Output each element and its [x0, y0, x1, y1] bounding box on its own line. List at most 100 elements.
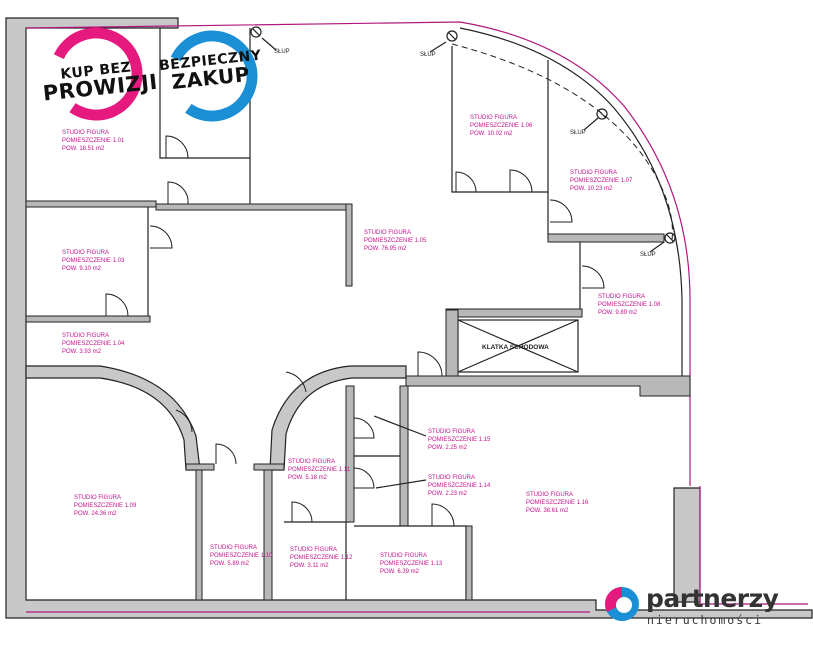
room-label-1-15: STUDIO FIGURA POMIESZCZENIE 1.15 POW. 2.… — [428, 429, 491, 451]
staircase-diag-b — [457, 319, 579, 373]
column-labels: SŁUP SŁUP SŁUP SŁUP — [274, 49, 656, 258]
svg-text:STUDIO FIGURA: STUDIO FIGURA — [62, 333, 109, 339]
wall-1-10-left — [195, 469, 203, 601]
room-label-1-11: STUDIO FIGURA POMIESZCZENIE 1.11 POW. 5.… — [288, 459, 351, 481]
wall-1-13-right — [465, 525, 473, 601]
svg-text:STUDIO FIGURA: STUDIO FIGURA — [526, 492, 573, 498]
svg-text:STUDIO FIGURA: STUDIO FIGURA — [380, 553, 427, 559]
svg-text:SŁUP: SŁUP — [420, 52, 436, 58]
room-label-1-13: STUDIO FIGURA POMIESZCZENIE 1.13 POW. 6.… — [380, 553, 443, 575]
svg-text:STUDIO FIGURA: STUDIO FIGURA — [570, 170, 617, 176]
staircase-label: KLATKA SCHODOWA — [482, 344, 549, 351]
room-label-1-10: STUDIO FIGURA POMIESZCZENIE 1.10 POW. 5.… — [210, 545, 273, 567]
partnerzy-logo: partnerzy nieruchomości — [602, 584, 802, 628]
badge-ring-zakup — [166, 30, 258, 122]
curved-wall-1-09 — [25, 365, 201, 471]
room-label-1-05: STUDIO FIGURA POMIESZCZENIE 1.05 POW. 76… — [364, 230, 427, 252]
svg-text:STUDIO FIGURA: STUDIO FIGURA — [428, 475, 475, 481]
room-label-1-04: STUDIO FIGURA POMIESZCZENIE 1.04 POW. 3.… — [62, 333, 125, 355]
wall-1-05-left — [345, 203, 353, 287]
room-label-1-07: STUDIO FIGURA POMIESZCZENIE 1.07 POW. 10… — [570, 170, 633, 192]
svg-text:POMIESZCZENIE 1.08: POMIESZCZENIE 1.08 — [598, 302, 661, 308]
svg-text:POMIESZCZENIE 1.06: POMIESZCZENIE 1.06 — [470, 123, 533, 129]
svg-text:POW. 2.25 m2: POW. 2.25 m2 — [428, 445, 468, 451]
svg-text:STUDIO FIGURA: STUDIO FIGURA — [288, 459, 335, 465]
svg-text:POW. 18.51 m2: POW. 18.51 m2 — [62, 146, 105, 152]
svg-text:POW. 5.18 m2: POW. 5.18 m2 — [288, 475, 328, 481]
outer-contour — [25, 21, 691, 486]
outer-wall-left — [5, 17, 813, 619]
svg-text:STUDIO FIGURA: STUDIO FIGURA — [364, 230, 411, 236]
wall-core-top — [445, 308, 583, 318]
curved-wall-1-11 — [269, 365, 407, 471]
svg-text:STUDIO FIGURA: STUDIO FIGURA — [210, 545, 257, 551]
wall-corridor-top — [25, 200, 157, 208]
room-label-1-12: STUDIO FIGURA POMIESZCZENIE 1.12 POW. 3.… — [290, 547, 353, 569]
room-label-1-14: STUDIO FIGURA POMIESZCZENIE 1.14 POW. 2.… — [428, 475, 491, 497]
badge-ring-prowizja — [49, 27, 143, 121]
svg-text:POW. 3.11 m2: POW. 3.11 m2 — [290, 563, 329, 569]
svg-text:POMIESZCZENIE 1.03: POMIESZCZENIE 1.03 — [62, 258, 125, 264]
logo-word-partnerzy: partnerzy — [646, 584, 779, 613]
svg-text:POMIESZCZENIE 1.14: POMIESZCZENIE 1.14 — [428, 483, 491, 489]
logo-mark-icon — [605, 587, 639, 621]
doors — [105, 135, 605, 527]
svg-text:POMIESZCZENIE 1.12: POMIESZCZENIE 1.12 — [290, 555, 353, 561]
wall-1-10-right — [263, 469, 273, 601]
svg-text:POMIESZCZENIE 1.01: POMIESZCZENIE 1.01 — [62, 138, 125, 144]
wall-1-08-top — [547, 233, 665, 243]
room-label-1-09: STUDIO FIGURA POMIESZCZENIE 1.09 POW. 24… — [74, 495, 137, 517]
svg-text:SŁUP: SŁUP — [274, 49, 290, 55]
svg-text:POW. 9.10 m2: POW. 9.10 m2 — [62, 266, 102, 272]
svg-text:STUDIO FIGURA: STUDIO FIGURA — [62, 130, 109, 136]
svg-text:POW. 24.36 m2: POW. 24.36 m2 — [74, 511, 117, 517]
svg-text:STUDIO FIGURA: STUDIO FIGURA — [470, 115, 517, 121]
room-label-1-08: STUDIO FIGURA POMIESZCZENIE 1.08 POW. 9.… — [598, 294, 661, 316]
svg-text:STUDIO FIGURA: STUDIO FIGURA — [290, 547, 337, 553]
outer-contour-right — [699, 486, 808, 605]
svg-text:POW. 2.23 m2: POW. 2.23 m2 — [428, 491, 468, 497]
svg-text:POMIESZCZENIE 1.07: POMIESZCZENIE 1.07 — [570, 178, 633, 184]
room-label-1-01: STUDIO FIGURA POMIESZCZENIE 1.01 POW. 18… — [62, 130, 125, 152]
facade-arc — [459, 27, 683, 380]
svg-text:POW. 10.23 m2: POW. 10.23 m2 — [570, 186, 613, 192]
svg-text:POMIESZCZENIE 1.13: POMIESZCZENIE 1.13 — [380, 561, 443, 567]
wall-core-bottom — [405, 375, 691, 397]
svg-text:POMIESZCZENIE 1.16: POMIESZCZENIE 1.16 — [526, 500, 589, 506]
dashed-arc — [451, 43, 673, 241]
wall-corridor-mid — [155, 203, 353, 211]
svg-text:POMIESZCZENIE 1.09: POMIESZCZENIE 1.09 — [74, 503, 137, 509]
wall-wc-left — [345, 385, 355, 523]
wall-1-04-top — [25, 315, 151, 323]
svg-text:POW. 76.95 m2: POW. 76.95 m2 — [364, 246, 407, 252]
svg-text:SŁUP: SŁUP — [640, 252, 656, 258]
svg-text:STUDIO FIGURA: STUDIO FIGURA — [74, 495, 121, 501]
leader-1-15 — [373, 415, 427, 437]
wall-lower-corridor — [185, 463, 285, 471]
leader-1-14 — [375, 479, 427, 489]
svg-text:POW. 6.39 m2: POW. 6.39 m2 — [380, 569, 420, 575]
room-label-1-03: STUDIO FIGURA POMIESZCZENIE 1.03 POW. 9.… — [62, 250, 125, 272]
room-label-1-16: STUDIO FIGURA POMIESZCZENIE 1.16 POW. 38… — [526, 492, 589, 514]
svg-text:STUDIO FIGURA: STUDIO FIGURA — [62, 250, 109, 256]
wall-core-left — [445, 309, 459, 385]
svg-text:POW. 38.61 m2: POW. 38.61 m2 — [526, 508, 569, 514]
svg-text:STUDIO FIGURA: STUDIO FIGURA — [428, 429, 475, 435]
wall-1-02 — [159, 28, 250, 159]
svg-text:POW. 5.89 m2: POW. 5.89 m2 — [210, 561, 250, 567]
logo-word-nieruchomosci: nieruchomości — [647, 613, 764, 627]
svg-text:POW. 10.02 m2: POW. 10.02 m2 — [470, 131, 513, 137]
room-label-1-06: STUDIO FIGURA POMIESZCZENIE 1.06 POW. 10… — [470, 115, 533, 137]
svg-text:POMIESZCZENIE 1.10: POMIESZCZENIE 1.10 — [210, 553, 273, 559]
svg-text:POMIESZCZENIE 1.05: POMIESZCZENIE 1.05 — [364, 238, 427, 244]
svg-text:POMIESZCZENIE 1.11: POMIESZCZENIE 1.11 — [288, 467, 351, 473]
svg-text:POMIESZCZENIE 1.15: POMIESZCZENIE 1.15 — [428, 437, 491, 443]
svg-text:SŁUP: SŁUP — [570, 130, 586, 136]
wall-1-06 — [451, 46, 549, 193]
svg-text:POMIESZCZENIE 1.04: POMIESZCZENIE 1.04 — [62, 341, 125, 347]
wall-wc-right — [399, 385, 409, 527]
svg-text:POW. 3.93 m2: POW. 3.93 m2 — [62, 349, 102, 355]
svg-text:STUDIO FIGURA: STUDIO FIGURA — [598, 294, 645, 300]
